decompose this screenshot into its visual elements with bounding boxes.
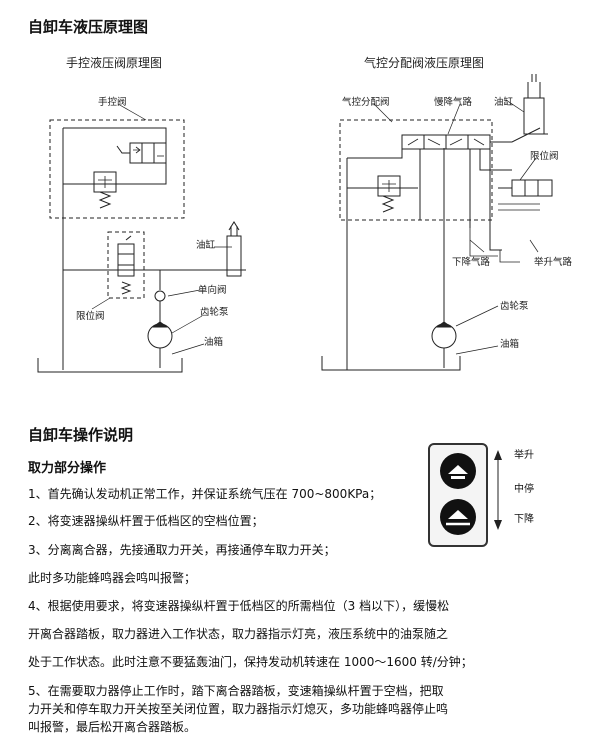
label-manual-cylinder: 油缸 [196,240,216,251]
manual-relief-valve [93,171,117,209]
step-3-note: 此时多功能蜂鸣器会鸣叫报警； [28,571,197,585]
pneumatic-limit-valve [498,179,553,197]
manual-valve-housing [49,119,185,219]
hydraulic-schematics [37,74,553,373]
step-4-line-1: 4、根据使用要求，将变速器操纵杆置于低档区的所需档位（3 档以下），缓慢松 [28,599,450,613]
label-dist-valve: 气控分配阀 [342,97,390,108]
label-manual-limit-valve: 限位阀 [76,311,105,322]
hand-valve-block [116,142,167,164]
label-slow-air: 慢降气路 [434,97,473,108]
label-manual-tank: 油箱 [204,337,224,348]
step-5-line-2: 力开关和停车取力开关按至关闭位置，取力器指示灯熄灭，多功能蜂鸣器停止鸣 [28,702,449,716]
manual-gear-pump [147,323,173,349]
panel-label-up: 举升 [514,450,534,461]
step-1: 1、首先确认发动机正常工作，并保证系统气压在 700~800KPa； [28,487,382,501]
step-4-line-3: 处于工作状态。此时注意不要猛轰油门，保持发动机转速在 1000～1600 转/分… [28,655,473,669]
manual-diagram-title: 手控液压阀原理图 [66,56,163,70]
label-pneumatic-cylinder: 油缸 [494,97,514,108]
lower-button[interactable] [440,499,476,535]
step-5-line-3: 叫报警，最后松开离合器踏板。 [28,720,197,734]
label-pneumatic-tank: 油箱 [500,339,520,350]
page-title: 自卸车液压原理图 [28,18,149,36]
lift-arrow-icon [448,465,468,479]
label-up-air: 举升气路 [534,257,573,268]
check-valve [154,290,166,302]
limit-valve-block [117,235,135,295]
manual-schematic [37,103,246,373]
step-4-line-2: 开离合器踏板，取力器进入工作状态，取力器指示灯亮，液压系统中的油泵随之 [28,627,449,641]
pneumatic-tank [321,356,461,371]
label-pneumatic-gear-pump: 齿轮泵 [500,301,529,312]
panel-label-down: 下降 [514,514,534,525]
ops-section-title: 取力部分操作 [28,461,107,476]
label-pneumatic-limit-valve: 限位阀 [530,151,559,162]
step-3: 3、分离离合器，先接通取力开关，再接通停车取力开关； [28,543,336,557]
pneumatic-relief-valve [377,175,401,213]
pneumatic-cylinder [523,74,548,135]
step-2: 2、将变速器操纵杆置于低档区的空档位置； [28,514,264,528]
lift-button[interactable] [440,453,476,489]
ops-title: 自卸车操作说明 [28,426,134,444]
limit-valve-housing [107,231,145,299]
manual-tank [37,358,183,373]
pneumatic-diagram-title: 气控分配阀液压原理图 [364,56,485,70]
dist-valve-block [401,127,541,150]
label-check-valve: 单向阀 [198,285,227,296]
lower-arrow-icon [446,510,470,526]
pneumatic-gear-pump [431,323,457,349]
label-manual-gear-pump: 齿轮泵 [200,307,229,318]
panel-label-mid: 中停 [514,484,534,495]
pneumatic-schematic [321,74,553,371]
step-5-line-1: 5、在需要取力器停止工作时，踏下离合器踏板，变速箱操纵杆置于空档，把取 [28,684,444,698]
control-panel [428,443,488,547]
label-down-air: 下降气路 [452,257,491,268]
manual-cylinder [224,221,246,277]
label-hand-valve: 手控阀 [98,97,127,108]
